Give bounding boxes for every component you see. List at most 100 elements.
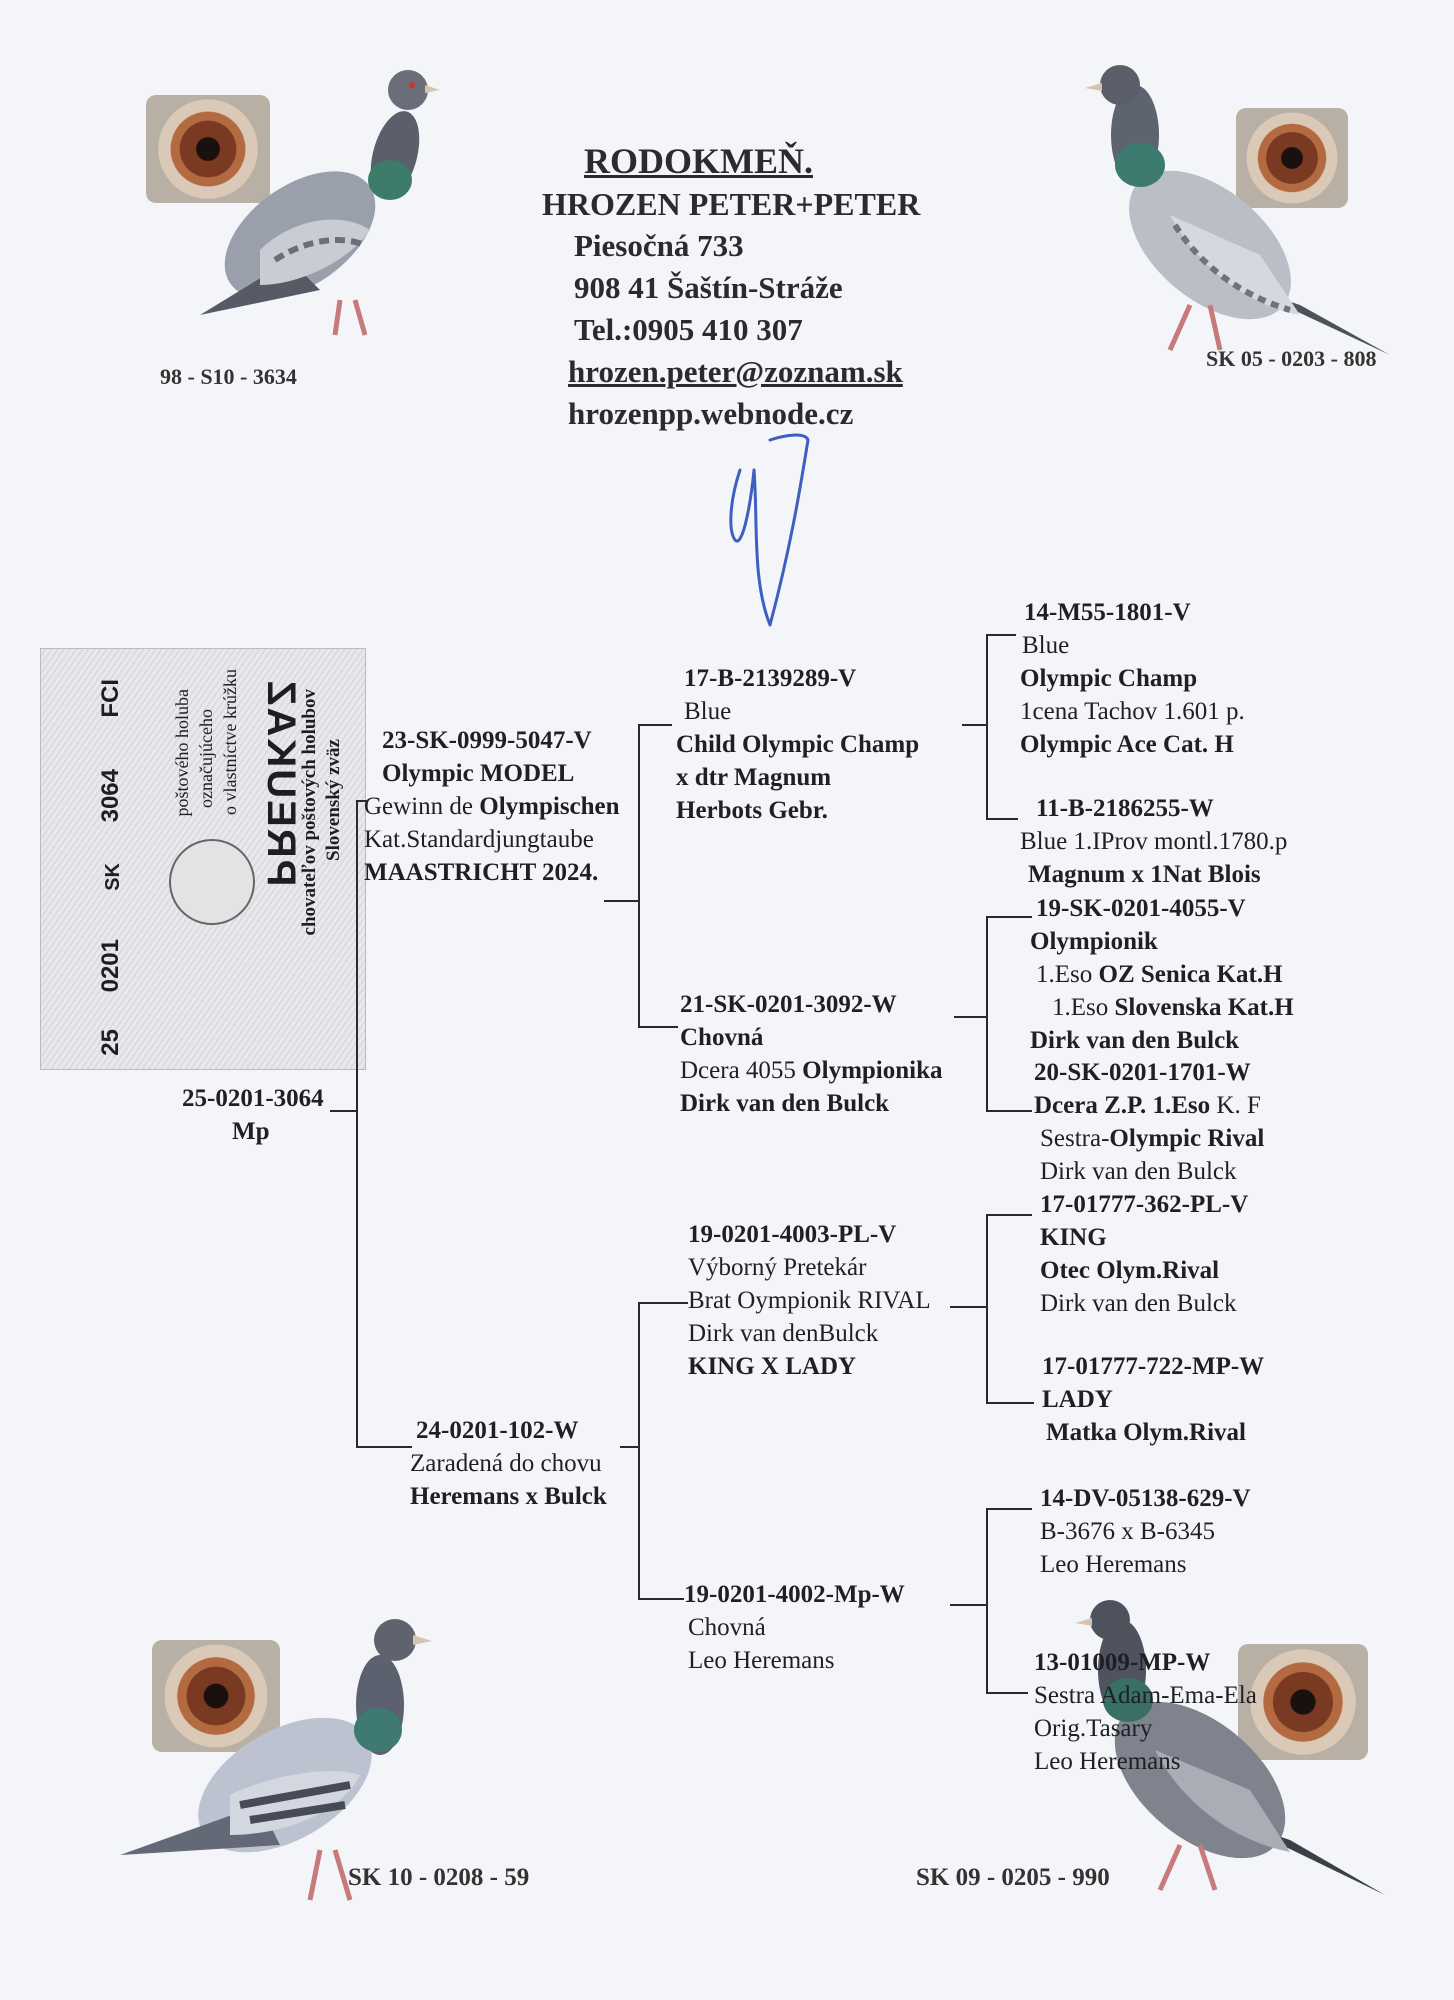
dam-sire-line-4: Dirk van denBulck bbox=[688, 1320, 879, 1347]
sire-ring: 23-SK-0999-5047-V bbox=[382, 727, 592, 754]
bracket-ds bbox=[986, 1214, 988, 1404]
sire-sire-entry: 17-B-2139289-V Blue Child Olympic Champ … bbox=[676, 662, 919, 827]
bracket-dam bbox=[638, 1302, 640, 1600]
sss-entry: 14-M55-1801-V Blue Olympic Champ 1cena T… bbox=[1020, 596, 1245, 761]
sdd-entry: 20-SK-0201-1701-W Dcera Z.P. 1.Eso K. F … bbox=[1034, 1056, 1264, 1188]
sire-dam-ring: 21-SK-0201-3092-W bbox=[680, 991, 897, 1018]
owner-email[interactable]: hrozen.peter@zoznam.sk bbox=[568, 354, 903, 389]
ssd-entry: 11-B-2186255-W Blue 1.IProv montl.1780.p… bbox=[1020, 792, 1287, 891]
dsd-entry: 17-01777-722-MP-W LADY Matka Olym.Rival bbox=[1042, 1350, 1264, 1449]
card-number-3: SK bbox=[102, 863, 124, 891]
connector-dss bbox=[986, 1214, 1032, 1216]
dam-dam-line-2: Chovná bbox=[688, 1614, 766, 1641]
eye-photo-bottom-left bbox=[152, 1640, 280, 1752]
dam-line-2: Zaradená do chovu bbox=[410, 1450, 602, 1477]
card-desc-line-3: poštového holuba bbox=[172, 689, 192, 817]
sdd-ring: 20-SK-0201-1701-W bbox=[1034, 1059, 1251, 1086]
bracket-sire bbox=[638, 724, 640, 1028]
ssd-ring: 11-B-2186255-W bbox=[1036, 795, 1214, 822]
dds-ring: 14-DV-05138-629-V bbox=[1040, 1485, 1251, 1512]
connector-sdd bbox=[986, 1110, 1032, 1112]
ring-label-bottom-right: SK 09 - 0205 - 990 bbox=[916, 1864, 1110, 1891]
pigeon-photo-bottom-right bbox=[1075, 1600, 1385, 1895]
ring-label-top-left: 98 - S10 - 3634 bbox=[160, 364, 297, 389]
card-number-1: 25 bbox=[97, 1029, 124, 1056]
sire-dam-line-2: Chovná bbox=[680, 1024, 764, 1051]
card-number-4: 3064 bbox=[97, 769, 124, 823]
sire-line-5: MAASTRICHT 2024. bbox=[364, 859, 599, 886]
dam-line-3: Heremans x Bulck bbox=[410, 1483, 607, 1510]
ddd-line-3: Orig.Tasary bbox=[1034, 1715, 1153, 1742]
dds-line-2: B-3676 x B-6345 bbox=[1040, 1518, 1215, 1545]
sds-line-5: Dirk van den Bulck bbox=[1030, 1027, 1240, 1054]
sire-sire-ring: 17-B-2139289-V bbox=[684, 665, 857, 692]
sss-line-5: Olympic Ace Cat. H bbox=[1020, 731, 1234, 758]
dsd-ring: 17-01777-722-MP-W bbox=[1042, 1353, 1265, 1380]
bracket-ss bbox=[986, 634, 988, 820]
sire-sire-line-3: Child Olympic Champ bbox=[676, 731, 920, 758]
sds-entry: 19-SK-0201-4055-V Olympionik 1.Eso OZ Se… bbox=[1030, 892, 1294, 1057]
owner-phone: Tel.:0905 410 307 bbox=[574, 312, 803, 347]
pigeon-photo-top-right bbox=[1085, 65, 1390, 355]
sdd-line-4: Dirk van den Bulck bbox=[1040, 1158, 1237, 1185]
eye-photo-top-left bbox=[146, 95, 270, 203]
ring-label-top-right: SK 05 - 0203 - 808 bbox=[1206, 346, 1377, 371]
bracket-sd bbox=[986, 916, 988, 1112]
subject-sex: Mp bbox=[232, 1118, 270, 1145]
ring-certificate-card: PREUKAZ Slovenský zväz chovateľov poštov… bbox=[40, 648, 366, 1070]
ssd-line-2: Blue 1.IProv montl.1780.p bbox=[1020, 828, 1288, 855]
dds-entry: 14-DV-05138-629-V B-3676 x B-6345 Leo He… bbox=[1040, 1482, 1251, 1581]
bracket-dd bbox=[986, 1508, 988, 1694]
dam-sire-entry: 19-0201-4003-PL-V Výborný Pretekár Brat … bbox=[688, 1218, 931, 1383]
sire-sire-color: Blue bbox=[684, 698, 732, 725]
dam-dam-entry: 19-0201-4002-Mp-W Chovná Leo Heremans bbox=[684, 1578, 905, 1677]
connector-dds bbox=[986, 1508, 1032, 1510]
connector-sire-out bbox=[604, 900, 640, 902]
page-title: RODOKMEŇ. bbox=[584, 141, 813, 181]
dam-dam-line-3: Leo Heremans bbox=[688, 1647, 835, 1674]
connector-dsd bbox=[986, 1402, 1034, 1404]
owner-city: 908 41 Šaštín-Stráže bbox=[574, 270, 843, 305]
bracket-gen1 bbox=[356, 800, 358, 1448]
dss-line-3: Otec Olym.Rival bbox=[1040, 1257, 1220, 1284]
connector-dd bbox=[638, 1598, 684, 1600]
dss-line-4: Dirk van den Bulck bbox=[1040, 1290, 1237, 1317]
handwritten-signature bbox=[729, 433, 810, 627]
connector-dam-out bbox=[620, 1446, 640, 1448]
sss-line-4: 1cena Tachov 1.601 p. bbox=[1020, 698, 1245, 725]
connector-sire bbox=[356, 800, 368, 802]
dam-dam-ring: 19-0201-4002-Mp-W bbox=[684, 1581, 905, 1608]
dss-entry: 17-01777-362-PL-V KING Otec Olym.Rival D… bbox=[1040, 1188, 1248, 1320]
connector-ds bbox=[638, 1302, 688, 1304]
pigeon-photo-top-left bbox=[200, 70, 440, 336]
dam-sire-line-2: Výborný Pretekár bbox=[688, 1254, 867, 1281]
sdd-line-3: Sestra-Olympic Rival bbox=[1040, 1125, 1265, 1152]
dam-sire-line-5: KING X LADY bbox=[688, 1353, 857, 1380]
card-seal-icon bbox=[169, 839, 255, 925]
sss-line-3: Olympic Champ bbox=[1020, 665, 1198, 692]
sss-ring: 14-M55-1801-V bbox=[1024, 599, 1191, 626]
sire-line-4: Kat.Standardjungtaube bbox=[364, 826, 594, 853]
dam-sire-ring: 19-0201-4003-PL-V bbox=[688, 1221, 897, 1248]
dss-line-2: KING bbox=[1040, 1224, 1107, 1251]
card-org-line-2: chovateľov poštových holubov bbox=[299, 689, 320, 936]
connector-ss-out bbox=[962, 724, 988, 726]
card-number-2: 0201 bbox=[97, 939, 124, 993]
connector-sd bbox=[638, 1026, 678, 1028]
connector-sd-out bbox=[954, 1016, 986, 1018]
owner-street: Piesočná 733 bbox=[574, 228, 744, 263]
dss-ring: 17-01777-362-PL-V bbox=[1040, 1191, 1249, 1218]
sire-dam-line-4: Dirk van den Bulck bbox=[680, 1090, 890, 1117]
sire-dam-line-3: Dcera 4055 Olympionika bbox=[680, 1057, 943, 1084]
connector-subject bbox=[330, 1110, 358, 1112]
ddd-line-2: Sestra Adam-Ema-Ela bbox=[1034, 1682, 1257, 1709]
card-number-5: FCI bbox=[97, 679, 124, 718]
ssd-line-3: Magnum x 1Nat Blois bbox=[1028, 861, 1261, 888]
card-desc-line-1: o vlastníctve krúžku bbox=[220, 669, 240, 815]
sire-line-3: Gewinn de Olympischen bbox=[364, 793, 620, 820]
eye-photo-top-right bbox=[1236, 108, 1348, 208]
dam-ring: 24-0201-102-W bbox=[416, 1417, 579, 1444]
card-org-line-1: Slovenský zväz bbox=[323, 739, 344, 861]
connector-dd-out bbox=[950, 1604, 986, 1606]
owner-website[interactable]: hrozenpp.webnode.cz bbox=[568, 396, 854, 431]
